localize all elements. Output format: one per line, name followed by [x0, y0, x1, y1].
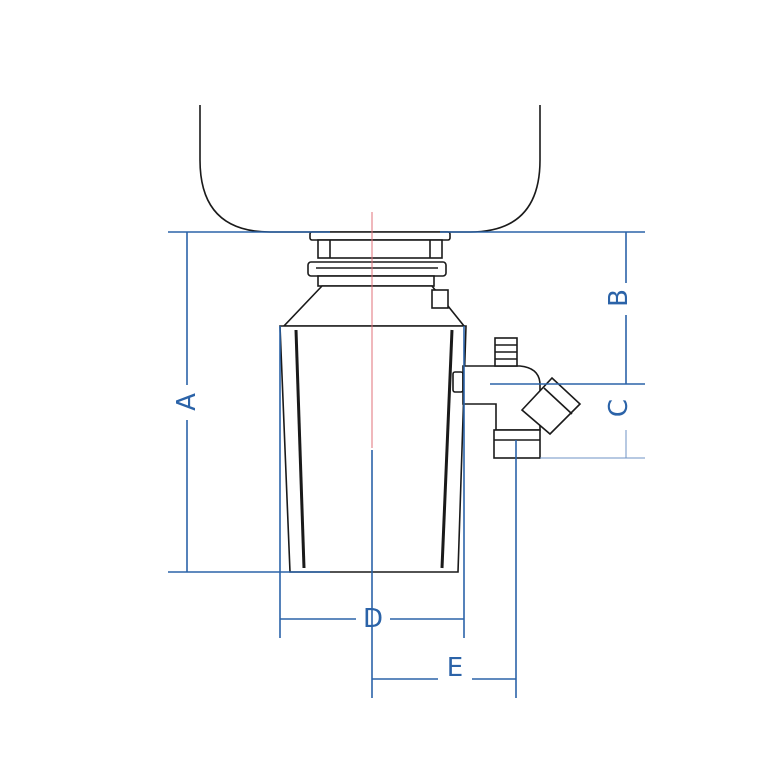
angled-outlet-pipe — [520, 376, 582, 436]
side-bracket — [431, 289, 449, 309]
label-e: E — [447, 653, 463, 683]
sink-flange — [309, 231, 451, 241]
label-a: A — [172, 393, 202, 411]
label-d: D — [363, 604, 383, 634]
disposer-body — [279, 325, 467, 573]
body-edge-right — [440, 329, 454, 569]
discharge-tube — [462, 365, 541, 431]
mount-ring-upper — [317, 239, 443, 259]
outlet-coupling — [493, 429, 541, 459]
mount-collar — [317, 275, 435, 287]
side-port — [452, 371, 464, 393]
mount-ring-lower — [307, 261, 447, 277]
label-b: B — [604, 289, 634, 307]
body-edge-left — [294, 329, 306, 569]
outlet-pipe-detail — [543, 387, 573, 415]
sink-bowl — [199, 105, 541, 233]
label-c: C — [604, 399, 634, 417]
